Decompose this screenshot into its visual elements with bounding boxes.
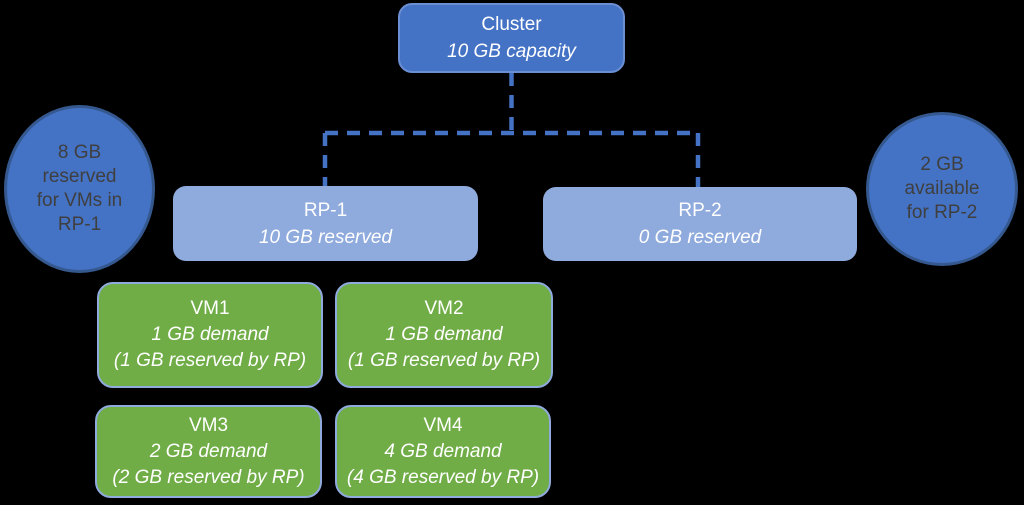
cluster-title: Cluster <box>481 14 542 35</box>
badge-line: for VMs in <box>36 190 123 211</box>
cluster-node: Cluster 10 GB capacity <box>398 3 625 73</box>
vm-title: VM3 <box>188 414 229 436</box>
badge-line: for RP-2 <box>906 202 978 223</box>
vm-demand: 2 GB demand <box>149 440 268 462</box>
rp-title: RP-1 <box>303 199 348 221</box>
node-vm4: VM4 4 GB demand (4 GB reserved by RP) <box>335 405 551 498</box>
badge-reserved-rp1: 8 GB reserved for VMs in RP-1 <box>4 105 155 273</box>
node-vm1: VM1 1 GB demand (1 GB reserved by RP) <box>97 282 323 388</box>
badge-line: 2 GB <box>920 154 964 175</box>
badge-line: 8 GB <box>57 142 102 163</box>
node-rp-2: RP-2 0 GB reserved <box>543 187 857 261</box>
node-vm3: VM3 2 GB demand (2 GB reserved by RP) <box>95 405 322 498</box>
badge-line: RP-1 <box>57 214 102 235</box>
vm-title: VM1 <box>190 298 230 319</box>
node-rp-1: RP-1 10 GB reserved <box>173 186 478 261</box>
vm-reserved: (2 GB reserved by RP) <box>112 466 305 488</box>
badge-line: available <box>904 178 980 199</box>
cluster-subtitle: 10 GB capacity <box>447 41 576 62</box>
rp-title: RP-2 <box>678 200 722 221</box>
vm-title: VM2 <box>424 298 464 319</box>
vm-demand: 4 GB demand <box>384 440 502 462</box>
rp-subtitle: 0 GB reserved <box>638 227 762 248</box>
vm-reserved: (1 GB reserved by RP) <box>113 350 307 371</box>
vm-demand: 1 GB demand <box>385 324 503 345</box>
vm-demand: 1 GB demand <box>151 324 269 345</box>
rp-subtitle: 10 GB reserved <box>258 226 393 248</box>
badge-available-rp2: 2 GB available for RP-2 <box>866 112 1018 266</box>
vm-reserved: (4 GB reserved by RP) <box>346 466 540 488</box>
vm-reserved: (1 GB reserved by RP) <box>347 350 541 371</box>
node-vm2: VM2 1 GB demand (1 GB reserved by RP) <box>335 282 553 388</box>
vm-title: VM4 <box>423 414 463 436</box>
badge-line: reserved <box>42 166 117 187</box>
